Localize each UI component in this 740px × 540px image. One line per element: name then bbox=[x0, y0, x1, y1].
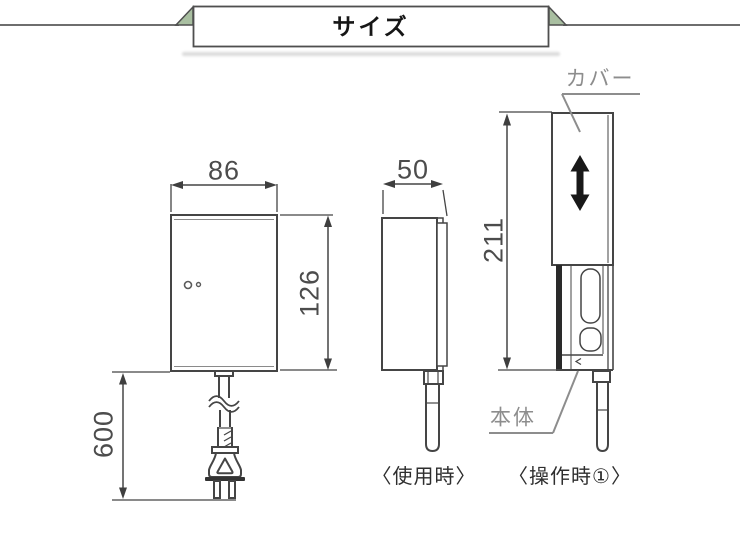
arrowhead-down-icon bbox=[503, 357, 511, 370]
power-plug bbox=[205, 427, 245, 499]
strain-relief-rib bbox=[223, 430, 232, 436]
page-title: サイズ bbox=[332, 13, 410, 40]
body-left-bar bbox=[556, 265, 562, 370]
ribbon-fold-left-icon bbox=[174, 5, 194, 26]
ribbon-fold-right-icon bbox=[548, 5, 568, 26]
body-slot bbox=[580, 268, 601, 324]
arrowhead-right-icon bbox=[265, 181, 277, 189]
operation-plug bbox=[592, 370, 611, 453]
chevron-left-icon bbox=[574, 357, 582, 366]
plug-triangle-hole bbox=[216, 457, 234, 475]
title-ribbon bbox=[0, 5, 740, 48]
plug-collar bbox=[423, 370, 444, 385]
banner-shadow bbox=[182, 52, 560, 56]
indicator-led-large bbox=[183, 280, 193, 290]
plug-stick bbox=[596, 381, 609, 453]
dim-cord-length-value: 600 bbox=[88, 409, 119, 459]
dim-depth-value: 50 bbox=[396, 154, 430, 185]
plug-stick bbox=[425, 383, 440, 453]
arrowhead-left-icon bbox=[171, 181, 183, 189]
ribbon-band bbox=[192, 5, 550, 48]
front-body-outline bbox=[170, 214, 278, 372]
arrow-head-up bbox=[570, 155, 590, 172]
depth-dimension-50 bbox=[382, 180, 448, 217]
break-wave-icon bbox=[208, 395, 240, 407]
break-wave-icon bbox=[208, 401, 240, 413]
operation-view-drawing bbox=[489, 93, 640, 453]
arrowhead-up-icon bbox=[503, 113, 511, 126]
side-rail bbox=[436, 222, 448, 367]
plug-prong bbox=[228, 480, 236, 499]
arrow-shaft bbox=[576, 169, 584, 197]
body-detail bbox=[556, 265, 613, 371]
arrow-head-down bbox=[570, 194, 590, 211]
height-dimension-126 bbox=[280, 214, 337, 371]
indicator-led-small bbox=[195, 281, 202, 288]
plug-collar bbox=[592, 370, 611, 383]
cord-neck bbox=[214, 370, 234, 377]
plug-prong bbox=[213, 480, 221, 499]
side-body-outline bbox=[381, 217, 438, 371]
operation-view-caption: 〈操作時①〉 bbox=[508, 466, 632, 488]
strain-relief-rib bbox=[223, 436, 232, 442]
arrowhead-up-icon bbox=[324, 215, 332, 227]
side-view-drawing bbox=[381, 180, 448, 453]
arrowhead-right-icon bbox=[431, 180, 443, 188]
cord-dimension-600 bbox=[112, 371, 236, 501]
arrowhead-up-icon bbox=[119, 373, 127, 385]
plug-base bbox=[205, 477, 245, 481]
extension-line-slanted bbox=[442, 189, 448, 217]
body-leader-line bbox=[552, 370, 579, 434]
cover-label: カバー bbox=[565, 67, 635, 91]
height-dimension-211 bbox=[498, 111, 556, 371]
arrowhead-down-icon bbox=[324, 358, 332, 370]
leader-lines bbox=[489, 93, 640, 434]
arrowhead-left-icon bbox=[383, 180, 395, 188]
side-plug bbox=[423, 370, 444, 453]
cover-leader-line bbox=[561, 93, 581, 133]
power-cord bbox=[208, 370, 240, 427]
dim-height-value: 126 bbox=[294, 268, 325, 318]
arrowhead-down-icon bbox=[119, 487, 127, 499]
dim-operation-height-value: 211 bbox=[478, 216, 509, 264]
body-slot bbox=[579, 327, 602, 352]
side-rail-top-step bbox=[437, 217, 444, 223]
width-dimension-86 bbox=[170, 181, 278, 212]
dim-width-value: 86 bbox=[207, 155, 241, 186]
side-view-caption: 〈使用時〉 bbox=[371, 466, 477, 488]
front-view-drawing bbox=[112, 181, 337, 501]
up-down-arrow-icon bbox=[570, 155, 590, 211]
body-label: 本体 bbox=[490, 406, 536, 430]
